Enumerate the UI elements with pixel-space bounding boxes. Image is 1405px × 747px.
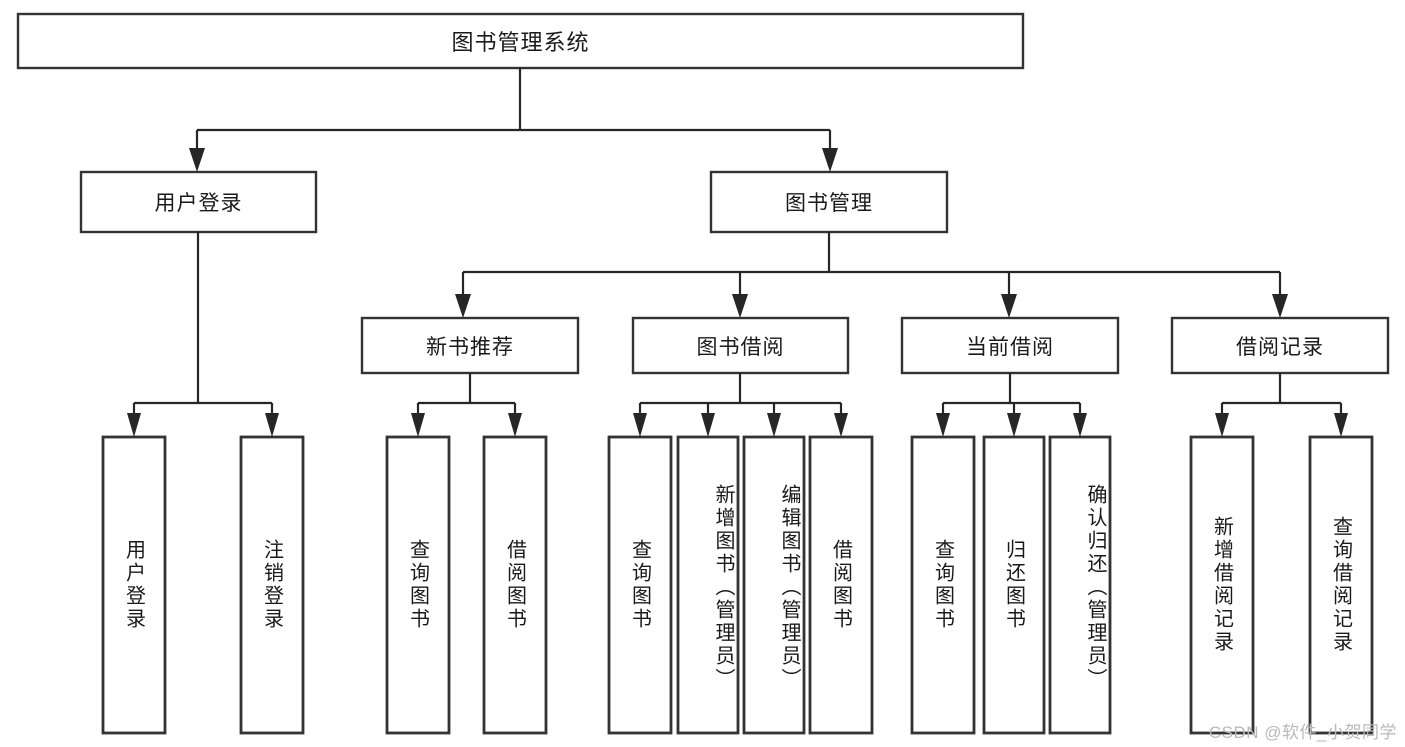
node-box-current-borrow[interactable] — [900, 316, 1120, 375]
leaf-box-borrow-add-book[interactable] — [676, 435, 740, 735]
arrow-head-icon — [1007, 413, 1021, 437]
connector-recommend-to-leaves — [411, 373, 522, 437]
leaf-box-recommend-query-book[interactable] — [385, 435, 451, 735]
node-box-book-borrow[interactable] — [631, 316, 850, 375]
arrow-head-icon — [767, 413, 781, 437]
arrow-head-icon — [1272, 294, 1288, 318]
node-box-root[interactable] — [16, 12, 1025, 70]
leaf-box-current-confirm-return[interactable] — [1048, 435, 1112, 735]
csdn-watermark: CSDN @软件_小贺同学 — [1208, 723, 1397, 742]
node-box-new-book-recommend[interactable] — [360, 316, 580, 375]
connector-userlogin-to-leaves — [127, 232, 279, 437]
leaf-box-borrow-borrow-book[interactable] — [808, 435, 874, 735]
connector-root-to-level2 — [189, 68, 838, 172]
arrow-head-icon — [411, 413, 425, 437]
node-box-book-management[interactable] — [709, 170, 949, 234]
arrow-head-icon — [127, 413, 141, 437]
arrow-head-icon — [822, 148, 838, 172]
node-box-borrow-record[interactable] — [1170, 316, 1390, 375]
leaf-box-user-login-login[interactable] — [101, 435, 167, 735]
arrow-head-icon — [1334, 413, 1348, 437]
arrow-head-icon — [701, 413, 715, 437]
arrow-head-icon — [189, 148, 205, 172]
connector-bookmgmt-to-level3 — [455, 232, 1288, 318]
leaf-box-user-login-logout[interactable] — [239, 435, 305, 735]
leaf-box-record-add-record[interactable] — [1189, 435, 1255, 735]
arrow-head-icon — [936, 413, 950, 437]
arrow-head-icon — [1001, 294, 1017, 318]
connector-bookborrow-to-leaves — [633, 373, 848, 437]
leaf-box-borrow-query-book[interactable] — [607, 435, 673, 735]
arrow-head-icon — [1215, 413, 1229, 437]
connector-borrowrecord-to-leaves — [1215, 373, 1348, 437]
leaf-box-current-query-book[interactable] — [910, 435, 976, 735]
arrow-head-icon — [265, 413, 279, 437]
leaf-box-record-query-record[interactable] — [1308, 435, 1374, 735]
arrow-head-icon — [508, 413, 522, 437]
connector-currentborrow-to-leaves — [936, 373, 1087, 437]
arrow-head-icon — [1073, 413, 1087, 437]
leaf-box-borrow-edit-book[interactable] — [742, 435, 806, 735]
leaf-box-recommend-borrow-book[interactable] — [482, 435, 548, 735]
arrow-head-icon — [732, 294, 748, 318]
leaf-box-current-return-book[interactable] — [982, 435, 1046, 735]
node-box-user-login[interactable] — [79, 170, 318, 234]
arrow-head-icon — [633, 413, 647, 437]
arrow-head-icon — [834, 413, 848, 437]
arrow-head-icon — [455, 294, 471, 318]
